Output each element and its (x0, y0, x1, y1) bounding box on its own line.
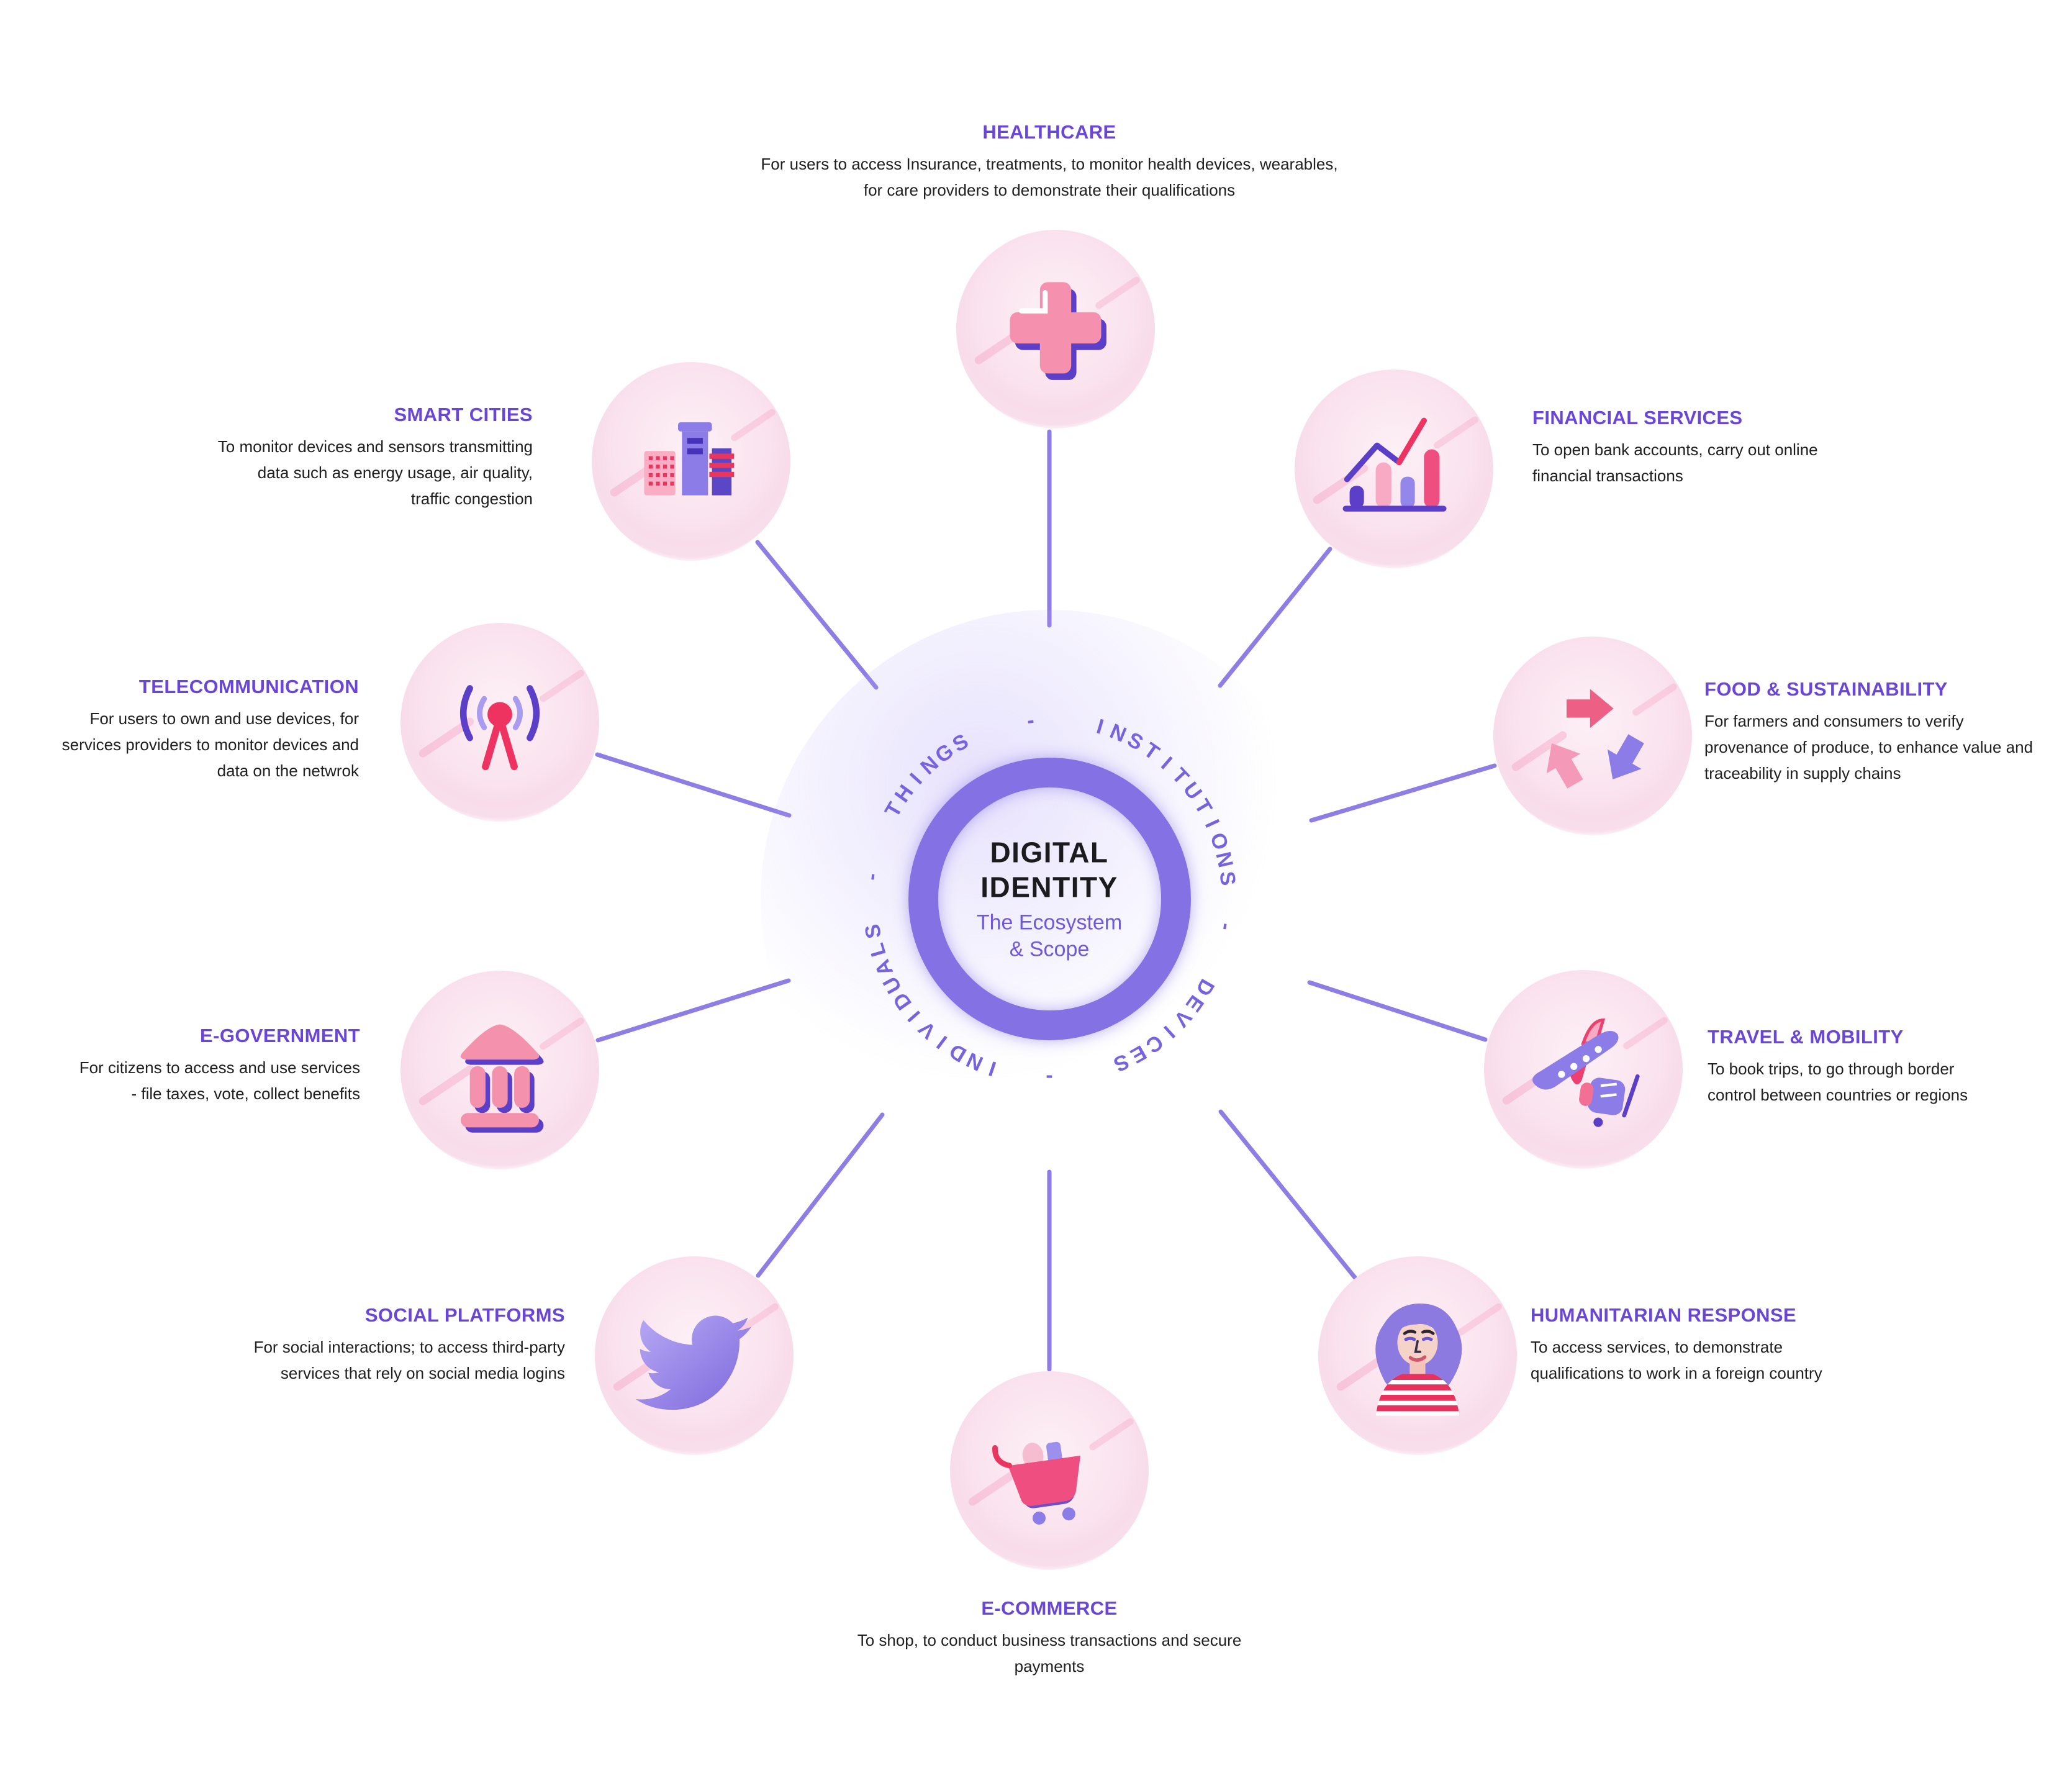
sector-bubble-financial-services (1295, 370, 1493, 568)
ring-label-letter: I (1200, 815, 1224, 832)
ring-label-letter: S (860, 922, 887, 941)
spoke-line (595, 752, 792, 818)
sector-label-travel-mobility: TRAVEL & MOBILITY To book trips, to go t… (1708, 1026, 1993, 1108)
ring-label-letter: I (1156, 752, 1177, 774)
sector-title: SMART CITIES (394, 404, 533, 425)
recycle-icon (1546, 689, 1644, 789)
sector-title: HEALTHCARE (982, 121, 1116, 143)
medical-cross-icon (1010, 282, 1106, 380)
sector-label-humanitarian-response: HUMANITARIAN RESPONSE To access services… (1531, 1304, 1878, 1386)
ring-label-letter: I (985, 1056, 999, 1081)
sector-bubble-travel-mobility (1484, 970, 1683, 1169)
spoke-line (1309, 763, 1497, 823)
spoke-line (1218, 547, 1332, 688)
sector-label-e-government: E-GOVERNMENT For citizens to access and … (75, 1025, 360, 1107)
sector-title: SOCIAL PLATFORMS (364, 1304, 565, 1326)
ring-label-letter: L (864, 940, 891, 959)
ring-label-letter: N (1211, 850, 1237, 870)
sector-label-social-platforms: SOCIAL PLATFORMS For social interactions… (248, 1304, 565, 1386)
sector-label-food-sustainability: FOOD & SUSTAINABILITY For farmers and co… (1704, 678, 2052, 786)
sector-label-financial-services: FINANCIAL SERVICES To open bank accounts… (1532, 407, 1855, 489)
hub-title: DIGITAL IDENTITY (980, 836, 1118, 904)
ring-label-letter: - (859, 871, 884, 882)
sector-description: For users to own and use devices, for se… (61, 709, 359, 781)
ring-label-letter: I (1093, 714, 1106, 739)
sector-label-smart-cities: SMART CITIES To monitor devices and sens… (217, 404, 533, 512)
sector-description: To shop, to conduct business transaction… (857, 1631, 1242, 1676)
sector-description: To access services, to demonstrate quali… (1531, 1338, 1822, 1383)
sector-description: To monitor devices and sensors transmitt… (217, 437, 533, 509)
hub-subtitle: The Ecosystem & Scope (976, 910, 1123, 961)
ring-label-letter: I (1159, 1021, 1180, 1043)
sector-bubble-e-commerce (950, 1371, 1149, 1570)
spoke-line (1218, 1109, 1357, 1280)
sector-title: FINANCIAL SERVICES (1532, 407, 1743, 429)
sector-description: To book trips, to go through border cont… (1708, 1059, 1968, 1105)
sector-bubble-smart-cities (592, 362, 790, 561)
sector-label-telecommunication: TELECOMMUNICATION For users to own and u… (53, 676, 359, 784)
ring-label-letter: I (933, 1030, 952, 1054)
ring-label-letter: - (1026, 708, 1036, 733)
person-icon (1375, 1304, 1462, 1416)
ring-label-letter: I (903, 1006, 925, 1027)
hub-center: DIGITAL IDENTITY The Ecosystem & Scope (966, 835, 1133, 962)
sector-description: For social interactions; to access third… (253, 1338, 565, 1383)
airplane-luggage-icon (1532, 1018, 1640, 1127)
sector-title: TRAVEL & MOBILITY (1708, 1026, 1904, 1048)
sector-description: To open bank accounts, carry out online … (1532, 440, 1818, 486)
sector-title: E-GOVERNMENT (200, 1025, 360, 1046)
government-building-icon (460, 1024, 544, 1133)
sector-bubble-food-sustainability (1493, 637, 1692, 835)
sector-bubble-e-government (400, 971, 599, 1169)
bar-chart-icon (1342, 417, 1447, 512)
sector-bubble-healthcare (956, 230, 1155, 429)
sector-title: FOOD & SUSTAINABILITY (1704, 678, 1948, 700)
sector-bubble-social-platforms (595, 1256, 794, 1455)
ring-label-letter: - (1046, 1066, 1053, 1090)
spoke-line (756, 1112, 885, 1278)
sector-title: HUMANITARIAN RESPONSE (1531, 1304, 1797, 1326)
spoke-line (1307, 980, 1488, 1042)
sector-title: E-COMMERCE (981, 1597, 1118, 1619)
sector-label-healthcare: HEALTHCARE For users to access Insurance… (751, 121, 1347, 203)
spoke-line (755, 540, 879, 690)
sector-bubble-telecommunication (400, 623, 599, 822)
sector-description: For users to access Insurance, treatment… (761, 155, 1338, 200)
sector-description: For citizens to access and use services … (79, 1058, 360, 1104)
sector-title: TELECOMMUNICATION (138, 676, 359, 697)
ring-label-letter: I (905, 768, 927, 789)
ring-label-letter: - (1214, 921, 1239, 932)
ring-label-letter: O (1205, 830, 1233, 853)
sector-description: For farmers and consumers to verify prov… (1704, 712, 2034, 783)
ring-label-letter: S (1215, 870, 1240, 887)
buildings-icon (644, 422, 735, 496)
spoke-line (595, 978, 791, 1043)
bird-icon (635, 1315, 751, 1410)
sector-label-e-commerce: E-COMMERCE To shop, to conduct business … (851, 1597, 1248, 1679)
antenna-icon (459, 685, 540, 771)
ring-label-letter: V (914, 1016, 941, 1043)
shopping-cart-icon (992, 1441, 1080, 1525)
sector-bubble-humanitarian-response (1318, 1256, 1517, 1455)
